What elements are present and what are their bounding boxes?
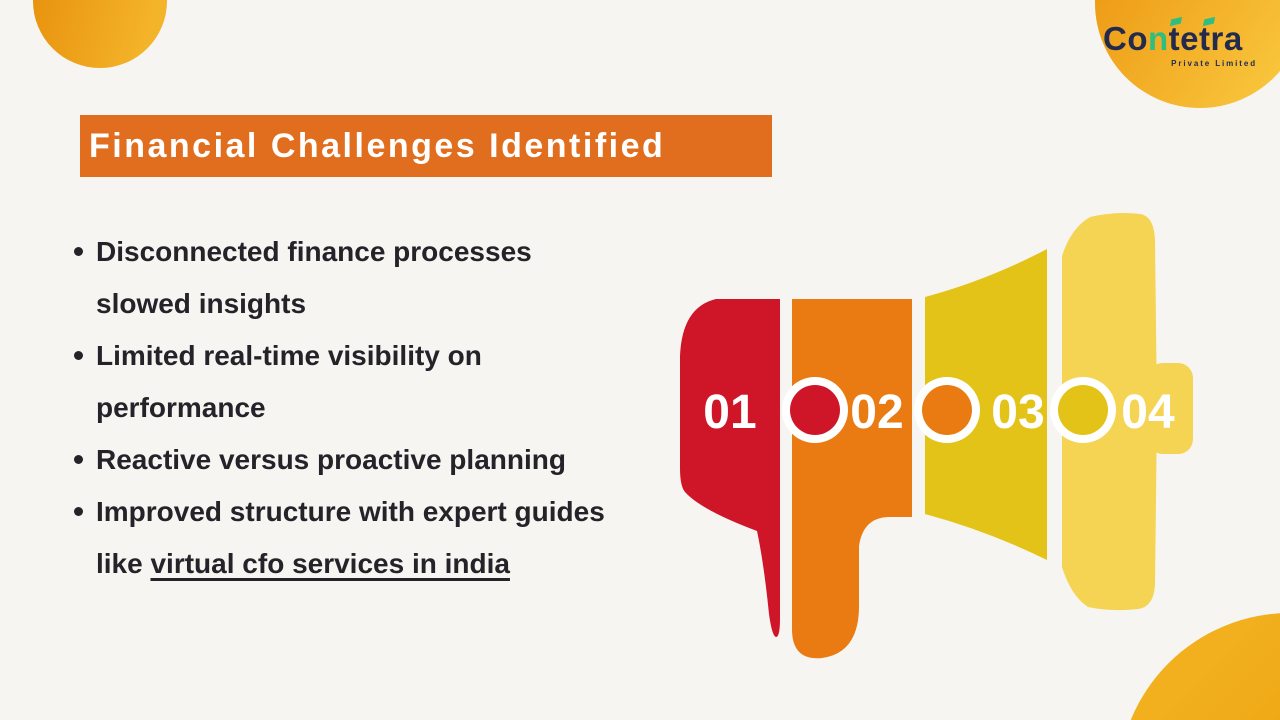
segment-number-3: 03 <box>991 386 1044 439</box>
logo-subtitle: Private Limited <box>1171 59 1257 68</box>
megaphone-segment-3 <box>925 249 1047 560</box>
logo-text-suffix: tetra <box>1168 20 1243 57</box>
virtual-cfo-services-link[interactable]: virtual cfo services in india <box>150 548 510 579</box>
bullet-text: Limited real-time visibility on performa… <box>96 340 482 423</box>
bullet-text: Disconnected finance processes slowed in… <box>96 236 532 319</box>
megaphone-graphic: 01 02 03 04 <box>680 213 1193 659</box>
megaphone-segment-2 <box>792 299 912 659</box>
logo-text-prefix: Co <box>1103 20 1148 57</box>
title-banner: Financial Challenges Identified <box>80 115 772 177</box>
bullet-text: Reactive versus proactive planning <box>96 444 566 475</box>
bullet-item: Limited real-time visibility on performa… <box>72 330 628 434</box>
page-title: Financial Challenges Identified <box>89 127 666 165</box>
bullet-item: Disconnected finance processes slowed in… <box>72 226 628 330</box>
logo-contetra: Contetra <box>1103 16 1257 57</box>
logo-text-accent: n <box>1148 20 1169 57</box>
connector-dot-1 <box>790 385 840 435</box>
connector-dot-2 <box>922 385 972 435</box>
segment-number-4: 04 <box>1121 386 1175 439</box>
logo-badge: Contetra Private Limited <box>1095 0 1280 108</box>
megaphone-segment-1 <box>680 299 780 637</box>
bullet-item: Improved structure with expert guides li… <box>72 486 628 590</box>
decor-circle-top-left-icon <box>33 0 167 68</box>
connector-dot-3 <box>1058 385 1108 435</box>
segment-number-2: 02 <box>850 386 903 439</box>
bullet-list: Disconnected finance processes slowed in… <box>72 226 628 590</box>
bullet-item: Reactive versus proactive planning <box>72 434 628 486</box>
bullet-text: Improved structure with expert guides li… <box>96 496 605 579</box>
megaphone-knob <box>1148 363 1193 454</box>
segment-number-1: 01 <box>703 386 756 439</box>
